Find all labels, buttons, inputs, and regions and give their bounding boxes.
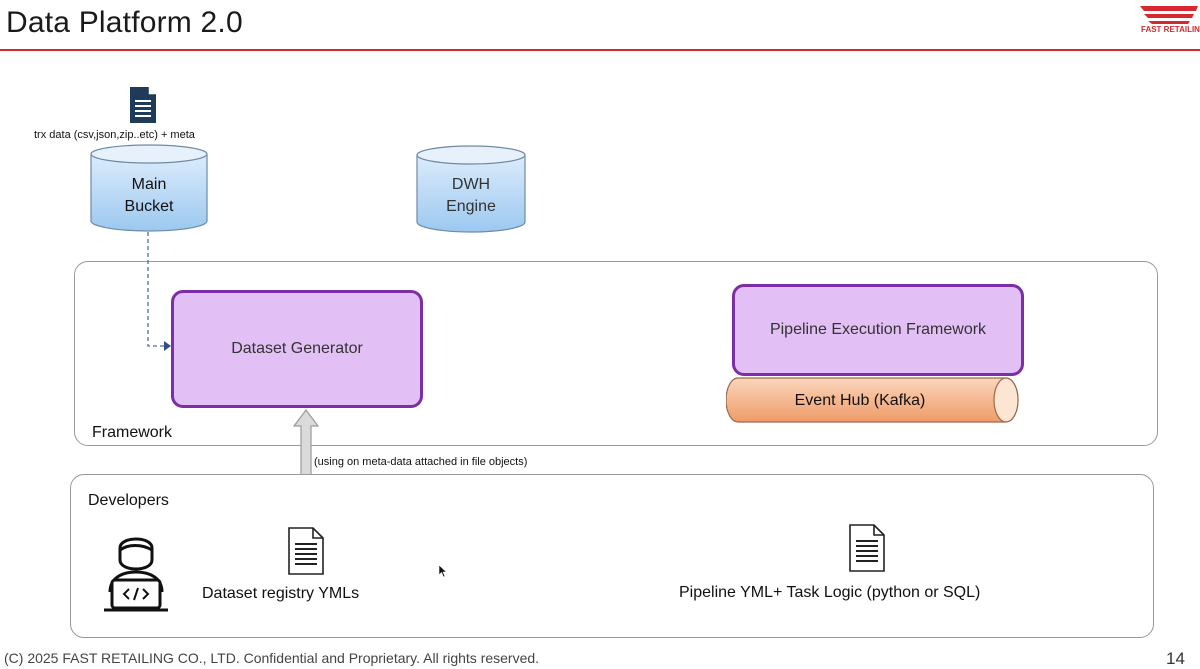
input-data-label: trx data (csv,json,zip..etc) + meta xyxy=(34,129,195,141)
dwh-engine-cylinder xyxy=(416,145,526,233)
pipeline-framework-label: Pipeline Execution Framework xyxy=(769,321,987,338)
document-icon xyxy=(130,87,156,123)
main-bucket-line2: Bucket xyxy=(124,198,174,215)
page-number: 14 xyxy=(1166,649,1185,668)
event-hub-label: Event Hub (Kafka) xyxy=(794,392,926,409)
bucket-to-generator-arrow xyxy=(147,232,171,351)
main-bucket-line1: Main xyxy=(131,176,167,193)
dwh-engine-line1: DWH xyxy=(451,176,491,193)
pipeline-yml-label: Pipeline YML+ Task Logic (python or SQL) xyxy=(679,584,981,601)
code-icon xyxy=(122,587,150,601)
framework-label: Framework xyxy=(92,424,173,441)
meta-data-note: (using on meta-data attached in file obj… xyxy=(314,456,528,468)
dwh-engine-line2: Engine xyxy=(446,198,496,215)
dataset-registry-label: Dataset registry YMLs xyxy=(202,585,360,602)
dataset-generator-box: Dataset Generator xyxy=(171,290,423,408)
page-title: Data Platform 2.0 xyxy=(6,6,243,39)
footer-copyright: (C) 2025 FAST RETAILING CO., LTD. Confid… xyxy=(4,650,540,666)
company-logo xyxy=(1140,6,1198,24)
main-bucket-label: Main Bucket xyxy=(90,174,208,218)
event-hub-cylinder xyxy=(726,377,1019,423)
pipeline-framework-box: Pipeline Execution Framework xyxy=(732,284,1024,376)
document-icon xyxy=(288,527,324,575)
document-icon xyxy=(849,524,885,572)
title-divider xyxy=(0,49,1200,51)
developers-container xyxy=(70,474,1154,638)
main-bucket-cylinder xyxy=(90,144,208,232)
dwh-engine-label: DWH Engine xyxy=(416,174,526,218)
cursor-icon xyxy=(438,564,448,578)
logo-text: FAST RETAILING xyxy=(1141,25,1200,34)
developers-label: Developers xyxy=(88,492,169,509)
dataset-generator-label: Dataset Generator xyxy=(231,340,363,357)
